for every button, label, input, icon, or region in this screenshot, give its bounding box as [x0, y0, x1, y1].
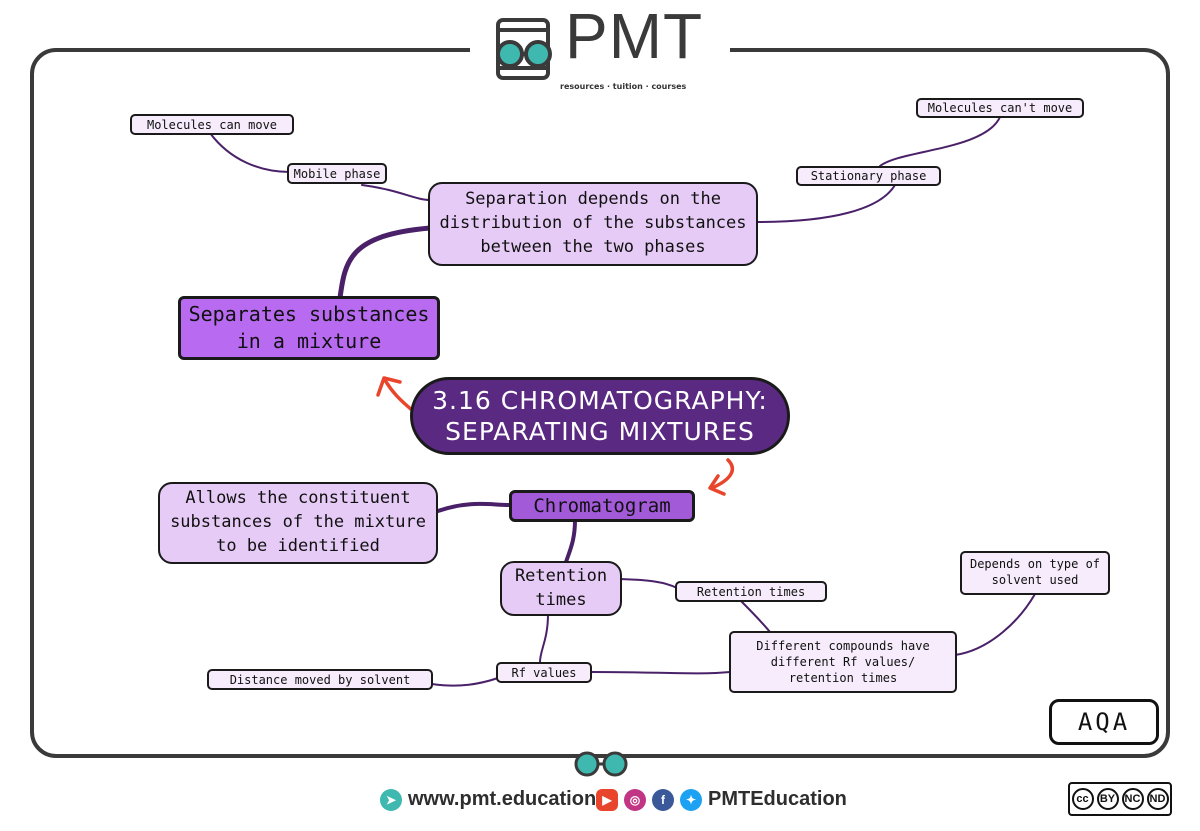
creative-commons-badge: cc BY NC ND — [1068, 782, 1172, 816]
logo-subtitle: resources · tuition · courses — [560, 82, 687, 91]
arrow-to-chromatogram — [710, 458, 734, 490]
node-chromatogram: Chromatogram — [509, 490, 695, 522]
node-separation-depends: Separation depends on the distribution o… — [428, 182, 758, 266]
node-different-line2: different Rf values/ — [770, 654, 916, 669]
footer-social[interactable]: ▶ ◎ f ✦ PMTEducation — [596, 788, 847, 811]
cc-nc-icon: NC — [1121, 788, 1144, 810]
link-mobile — [361, 184, 431, 201]
link-stationary — [756, 184, 896, 223]
facebook-icon: f — [652, 788, 674, 811]
link-chromo-retention — [564, 518, 577, 564]
node-retention-line2: times — [535, 589, 587, 610]
link-different-depends — [954, 593, 1036, 656]
link-retention-rf — [539, 613, 549, 663]
central-topic-line2: SEPARATING MIXTURES — [445, 417, 755, 446]
link-rf-different — [591, 671, 731, 675]
arrow-to-separates — [383, 378, 414, 412]
node-different-line3: retention times — [788, 671, 898, 686]
link-chromo-allows — [436, 501, 512, 513]
central-topic-line1: 3.16 CHROMATOGRAPHY: — [432, 385, 768, 415]
node-allows-line1: Allows the constituent — [185, 488, 411, 509]
arrow-to-chromatogram-head — [708, 474, 726, 496]
node-separation-line2: distribution of the substances — [439, 213, 747, 234]
glasses-icon — [574, 751, 628, 777]
arrow-to-separates-head — [376, 376, 402, 397]
cc-nd-icon: ND — [1146, 788, 1169, 810]
node-separates-substances: Separates substances in a mixture — [178, 296, 440, 360]
node-mobile-phase: Mobile phase — [287, 163, 387, 184]
node-stationary-phase: Stationary phase — [796, 166, 941, 186]
node-depends-line2: solvent used — [991, 573, 1079, 587]
node-retention-times-small: Retention times — [675, 581, 827, 602]
pmt-logo — [490, 10, 710, 102]
central-topic: 3.16 CHROMATOGRAPHY: SEPARATING MIXTURES — [410, 377, 790, 455]
footer-social-text: PMTEducation — [708, 788, 847, 810]
node-separates-line2: in a mixture — [236, 329, 382, 353]
node-molecules-can-move: Molecules can move — [130, 114, 294, 135]
youtube-icon: ▶ — [596, 788, 618, 811]
instagram-icon: ◎ — [624, 788, 646, 811]
logo-title: PMT — [565, 0, 704, 72]
node-separation-line3: between the two phases — [480, 236, 706, 257]
node-retention-line1: Retention — [514, 565, 608, 586]
cursor-icon: ➤ — [380, 788, 402, 811]
link-retention-small — [619, 578, 678, 589]
twitter-icon: ✦ — [680, 788, 702, 811]
link-stationary-molecules — [879, 116, 1001, 167]
node-allows-line3: to be identified — [216, 535, 380, 556]
node-depends-solvent: Depends on type of solvent used — [960, 551, 1110, 595]
exam-board-badge: AQA — [1049, 699, 1159, 745]
footer-website[interactable]: ➤ www.pmt.education — [380, 788, 596, 811]
link-center-separation — [337, 225, 433, 301]
node-retention-times: Retention times — [500, 561, 622, 616]
link-mobile-molecules — [209, 132, 291, 173]
node-separates-line1: Separates substances — [188, 302, 430, 326]
link-rf-distance — [431, 677, 499, 687]
node-allows-identified: Allows the constituent substances of the… — [158, 482, 438, 564]
node-separation-line1: Separation depends on the — [465, 189, 721, 210]
node-different-compounds: Different compounds have different Rf va… — [729, 631, 957, 693]
node-distance-moved: Distance moved by solvent — [207, 669, 433, 690]
cc-icon: cc — [1071, 788, 1094, 810]
footer-website-text: www.pmt.education — [408, 788, 597, 810]
pmt-glasses-book-icon — [496, 18, 552, 80]
link-small-different — [739, 599, 771, 633]
node-molecules-cant-move: Molecules can't move — [916, 98, 1084, 118]
cc-by-icon: BY — [1096, 788, 1119, 810]
node-different-line1: Different compounds have — [756, 638, 930, 653]
node-rf-values: Rf values — [496, 662, 592, 683]
node-depends-line1: Depends on type of — [969, 557, 1101, 572]
node-allows-line2: substances of the mixture — [170, 512, 426, 533]
